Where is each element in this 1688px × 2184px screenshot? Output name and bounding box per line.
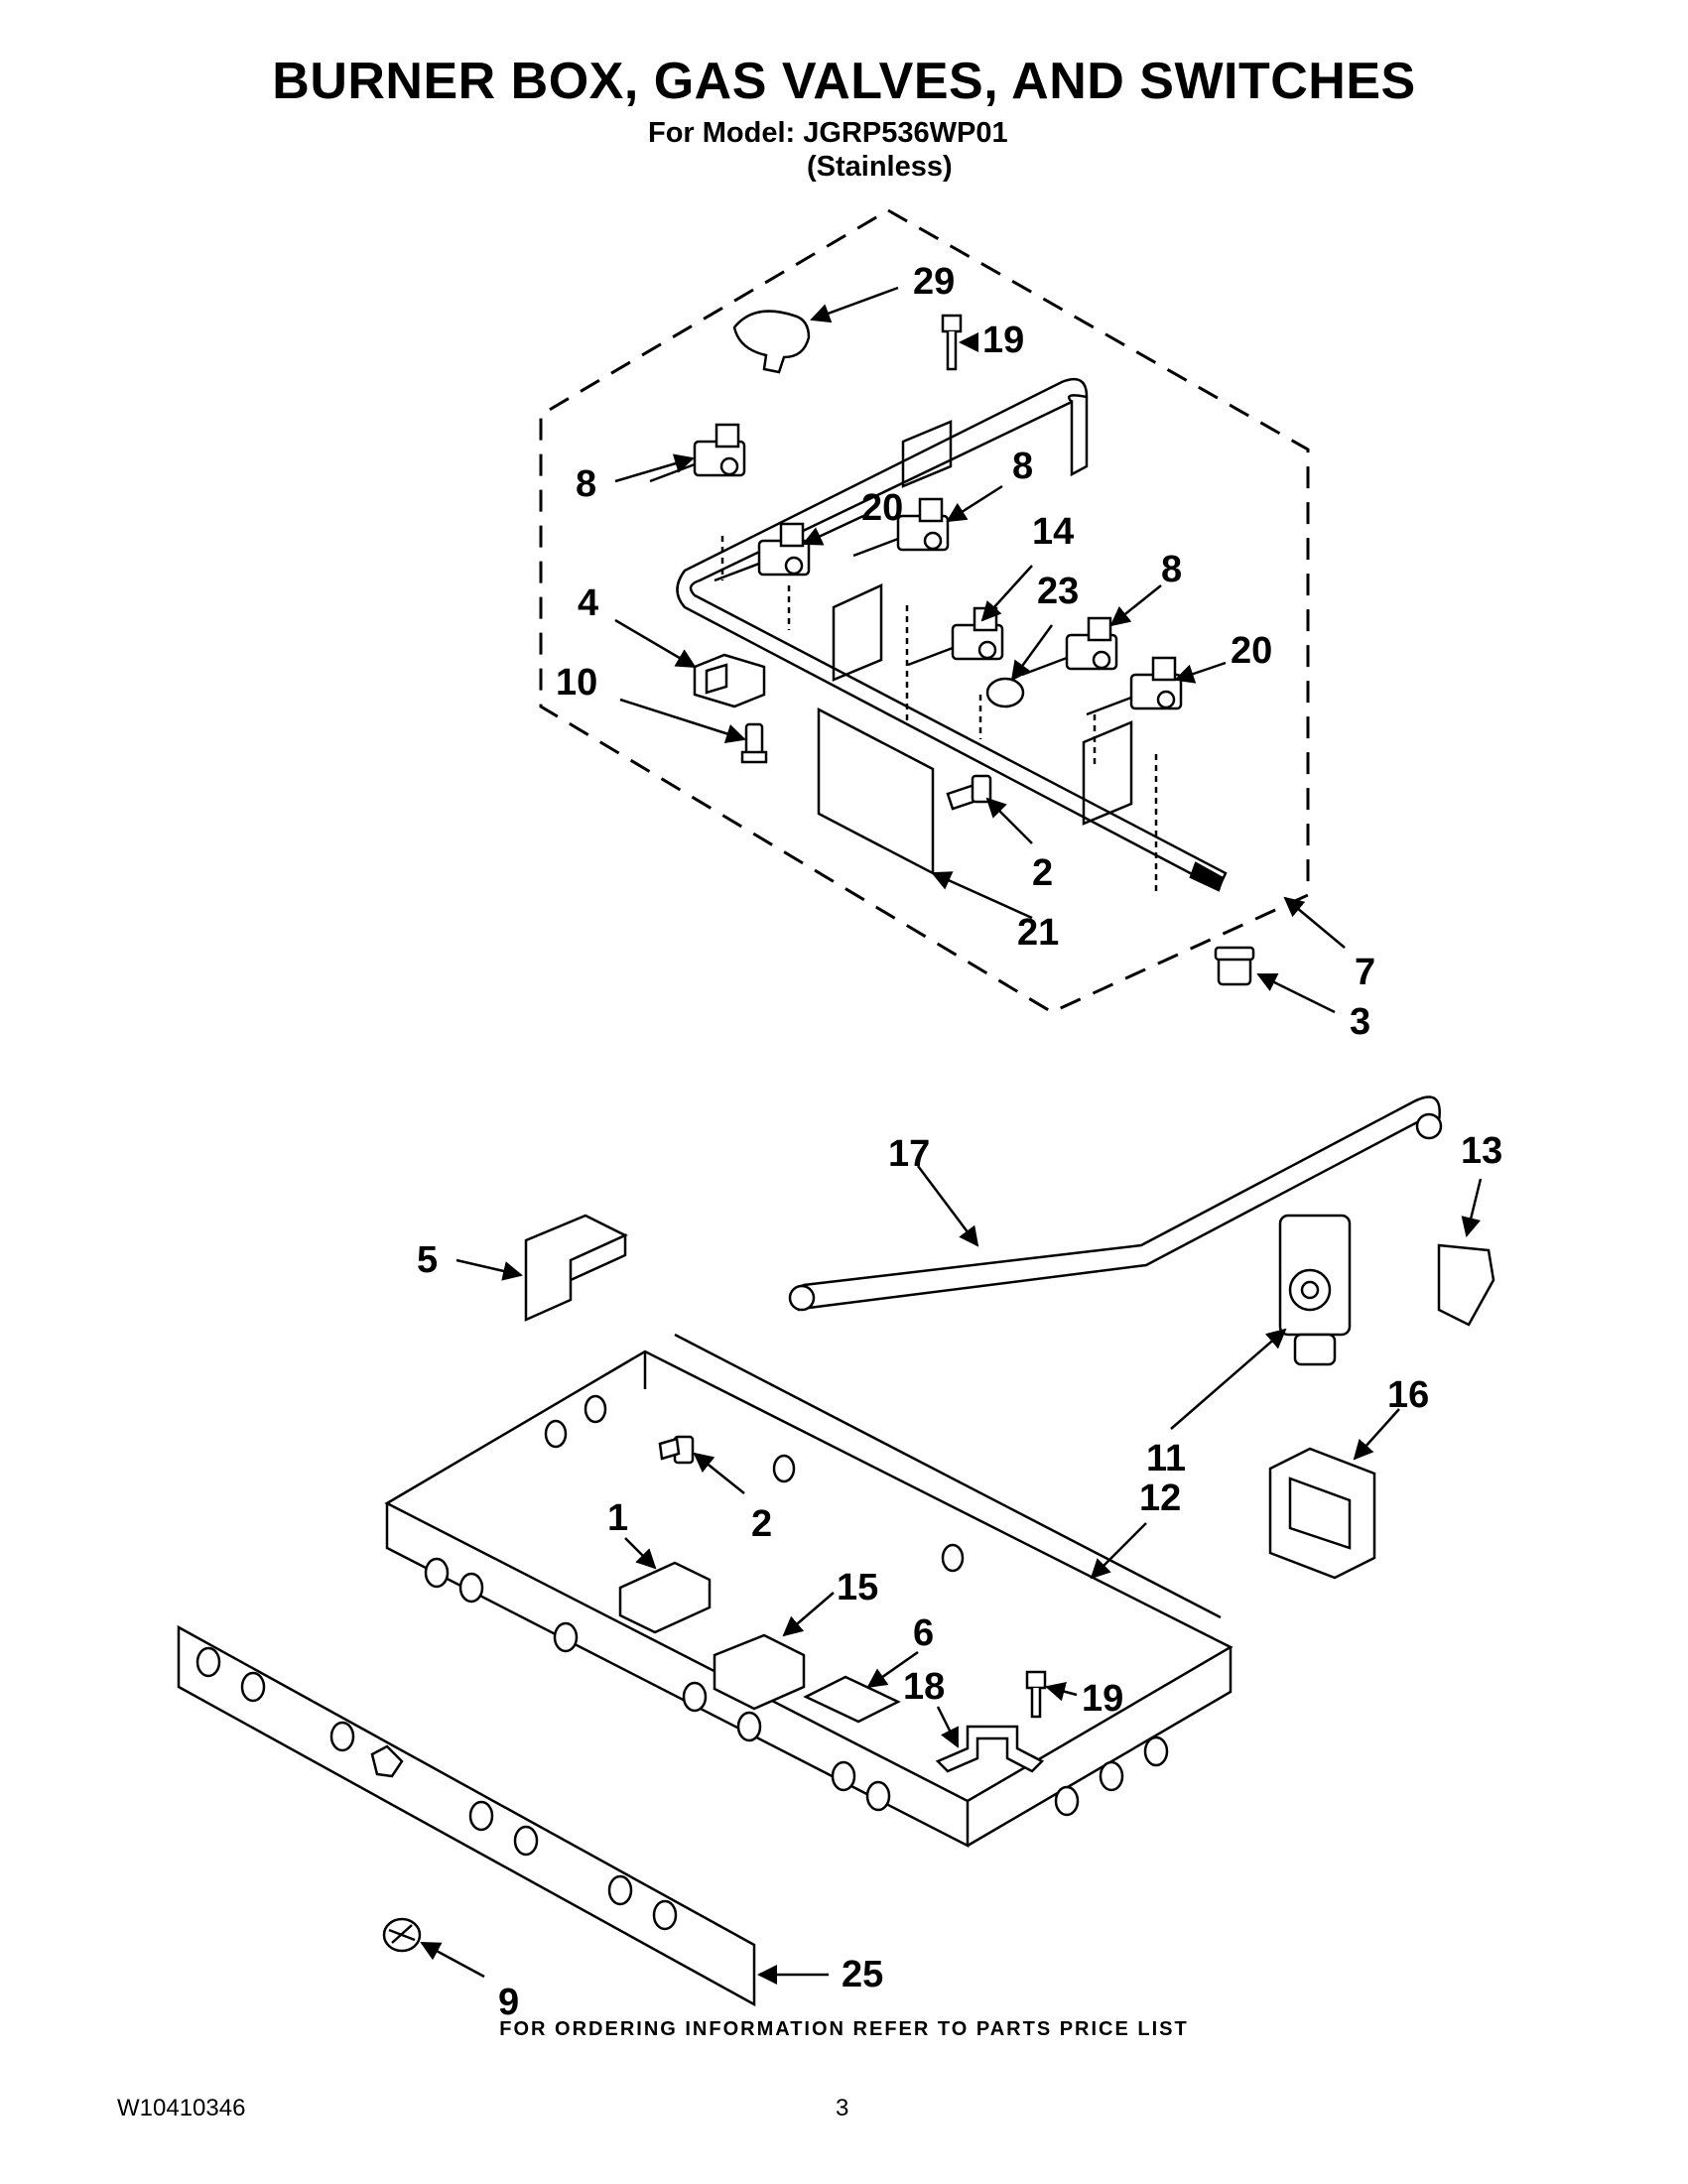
callout-numbers: 29 19 8 8 20 14 23 8 4 20 10 2 21 7 3 17… (417, 261, 1502, 2023)
switch-block-1 (618, 1561, 712, 1634)
gas-valve-8-right (1021, 616, 1118, 677)
callout-3: 3 (1350, 1001, 1370, 1043)
bracket-5 (524, 1214, 628, 1322)
fitting-3 (1214, 946, 1255, 986)
plate-6 (803, 1675, 901, 1724)
callout-1: 1 (607, 1497, 628, 1539)
callout-4: 4 (578, 582, 598, 624)
callout-11: 11 (1146, 1438, 1186, 1479)
callout-20-left: 20 (861, 487, 903, 529)
callout-12: 12 (1139, 1477, 1181, 1519)
screw-19-top (941, 314, 963, 371)
callout-13: 13 (1461, 1130, 1502, 1172)
page-number: 3 (836, 2095, 849, 2121)
callout-8-left: 8 (576, 463, 596, 505)
gas-valve-8-middle (852, 497, 950, 558)
clip-4 (693, 653, 766, 708)
page-title: BURNER BOX, GAS VALVES, AND SWITCHES (272, 53, 1416, 110)
screw-10 (740, 722, 768, 764)
box-16 (1268, 1447, 1376, 1580)
callout-29: 29 (913, 261, 955, 303)
knob-insert-9 (382, 1917, 422, 1953)
cover-15 (713, 1633, 806, 1711)
screw-19-lower (1025, 1670, 1047, 1719)
callout-5: 5 (417, 1239, 438, 1281)
gas-valve-20-left (714, 522, 811, 582)
gas-valve-8-left (649, 423, 746, 483)
callout-16: 16 (1387, 1374, 1429, 1416)
callout-23: 23 (1037, 571, 1079, 612)
model-line: For Model: JGRP536WP01 (648, 117, 1008, 149)
callout-2-lower: 2 (751, 1503, 772, 1545)
callout-8-middle: 8 (1012, 446, 1033, 487)
screw-2-upper (946, 774, 992, 811)
callout-2-upper: 2 (1032, 852, 1053, 894)
manifold-assembly (676, 377, 1228, 893)
ordering-note: FOR ORDERING INFORMATION REFER TO PARTS … (499, 2018, 1189, 2040)
document-number: W10410346 (117, 2095, 246, 2121)
regulator-11 (1278, 1214, 1352, 1366)
callout-10: 10 (556, 662, 597, 704)
callout-18: 18 (903, 1666, 945, 1708)
plate-21 (817, 707, 935, 876)
callout-6: 6 (913, 1612, 934, 1654)
gasket-29 (732, 310, 811, 374)
assembly-boundary (539, 208, 1310, 1014)
screw-2-lower (658, 1435, 695, 1465)
callout-20-right: 20 (1231, 630, 1272, 672)
finish-line: (Stainless) (807, 151, 953, 183)
leader-lines (420, 286, 1483, 1985)
callout-8-right: 8 (1161, 549, 1182, 590)
callout-19-top: 19 (982, 320, 1024, 361)
gas-valve-20-right (1086, 656, 1183, 716)
callout-9: 9 (498, 1982, 519, 2023)
front-panel-25 (177, 1624, 756, 2007)
gas-valve-14 (907, 606, 1004, 667)
callout-15: 15 (837, 1567, 878, 1608)
burner-box-12 (384, 1333, 1234, 1849)
callout-17: 17 (888, 1133, 930, 1175)
bracket-13 (1437, 1243, 1495, 1327)
bracket-18 (935, 1725, 1045, 1773)
callout-14: 14 (1032, 511, 1074, 553)
callout-7: 7 (1355, 952, 1375, 993)
callout-19-lower: 19 (1082, 1678, 1123, 1720)
callout-21: 21 (1017, 912, 1059, 954)
callout-25: 25 (842, 1954, 883, 1995)
disc-23 (985, 677, 1025, 708)
